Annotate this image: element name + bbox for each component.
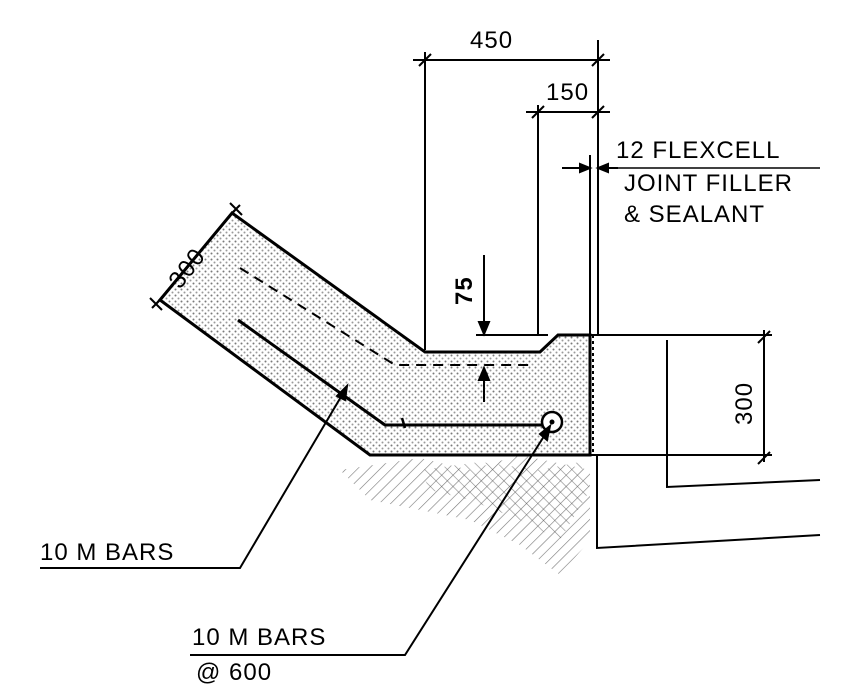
joint-dimension-arrows bbox=[562, 155, 618, 340]
adjacent-pavement-lines bbox=[590, 334, 821, 550]
dimension-75 bbox=[476, 255, 548, 402]
dimension-300-slope bbox=[149, 202, 243, 311]
dimension-150 bbox=[526, 105, 610, 335]
bars-bottom-label-line1: 10 M BARS bbox=[192, 624, 326, 651]
bottom-rebar bbox=[237, 318, 548, 427]
joint-note-line3: & SEALANT bbox=[624, 201, 765, 228]
dim-150-label: 150 bbox=[546, 79, 589, 106]
bars-left-label: 10 M BARS bbox=[40, 539, 174, 566]
top-rebar-dashed bbox=[239, 267, 530, 366]
joint-note-line2: JOINT FILLER bbox=[624, 170, 793, 197]
leader-bars-bottom bbox=[190, 423, 552, 656]
leader-bars-left bbox=[40, 383, 349, 569]
dim-450-label: 450 bbox=[470, 27, 513, 54]
joint-note-line1: 12 FLEXCELL bbox=[616, 137, 780, 164]
bars-bottom-label-line2: @ 600 bbox=[196, 659, 272, 686]
rebar-hook bbox=[400, 417, 407, 429]
dim-300-right-label: 300 bbox=[731, 382, 758, 425]
dimension-450 bbox=[413, 40, 610, 350]
ground-hatching bbox=[340, 455, 590, 575]
dim-75-label: 75 bbox=[451, 276, 478, 305]
dimension-300-right bbox=[757, 330, 771, 465]
longitudinal-bar-circle bbox=[540, 410, 564, 434]
